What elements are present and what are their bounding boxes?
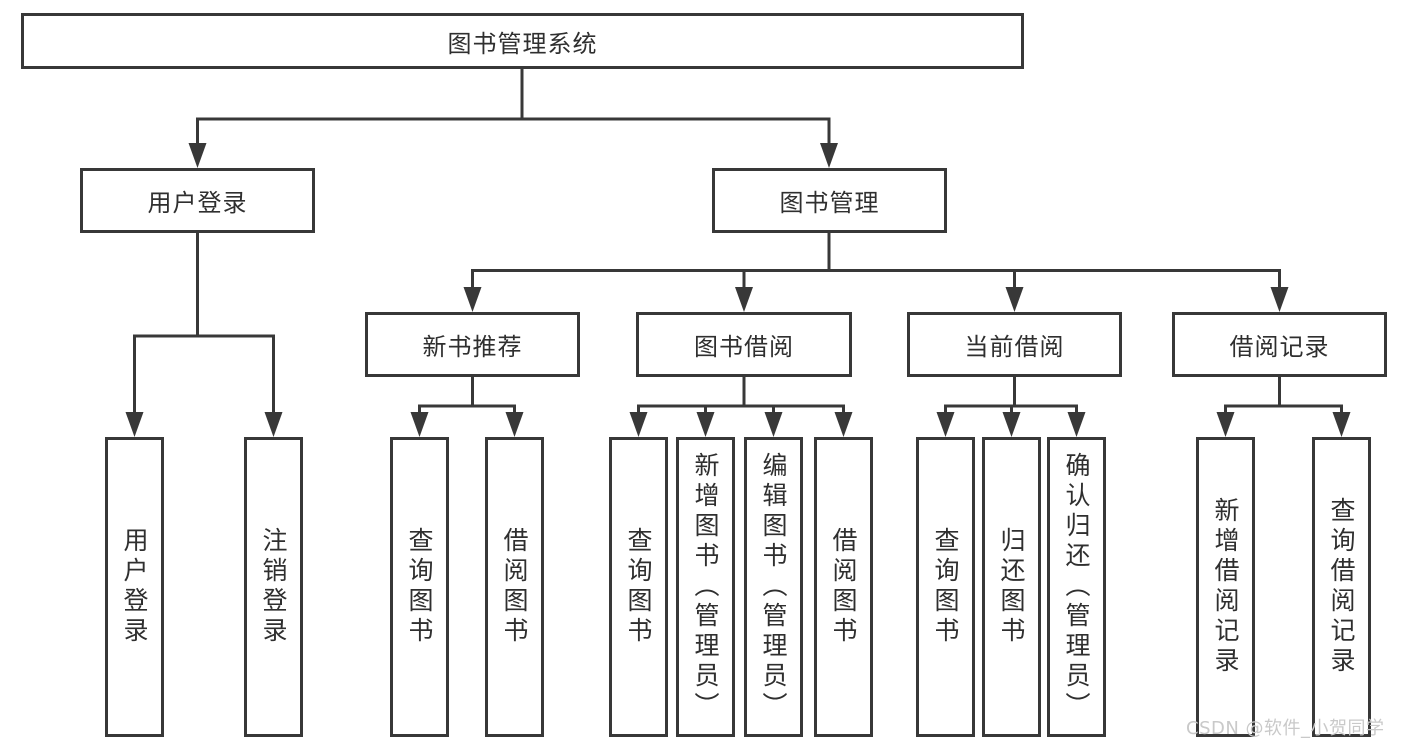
node-borrow-records-label: 借阅记录 xyxy=(1229,333,1330,361)
arrowhead xyxy=(696,412,715,437)
node-root-label: 图书管理系统 xyxy=(447,29,598,58)
leaf-confirm-return-admin-label: 确认归还（管理员） xyxy=(1062,452,1091,722)
node-user-login-label: 用户登录 xyxy=(147,189,248,217)
leaf-return-book: 归还图书 xyxy=(982,437,1041,737)
leaf-add-borrow-record-label: 新增借阅记录 xyxy=(1211,497,1240,677)
node-book-management: 图书管理 xyxy=(712,168,947,233)
leaf-borrow-books-1: 借阅图书 xyxy=(485,437,544,737)
leaf-add-book-admin-label: 新增图书（管理员） xyxy=(691,452,720,722)
arrowhead xyxy=(1332,412,1351,437)
connector-userlogin-bar xyxy=(133,334,275,415)
leaf-logout-label: 注销登录 xyxy=(259,527,288,647)
leaf-query-books-1: 查询图书 xyxy=(390,437,449,737)
node-borrow-records: 借阅记录 xyxy=(1172,312,1387,377)
arrowhead xyxy=(735,287,753,312)
leaf-return-book-label: 归还图书 xyxy=(997,527,1026,647)
connector-level3-bar xyxy=(471,269,1281,290)
arrowhead xyxy=(1002,412,1021,437)
leaf-edit-book-admin-label: 编辑图书（管理员） xyxy=(759,452,788,722)
arrowhead xyxy=(820,143,838,168)
node-book-management-label: 图书管理 xyxy=(779,189,880,217)
arrowhead xyxy=(834,412,853,437)
leaf-query-borrow-record: 查询借阅记录 xyxy=(1312,437,1371,737)
node-user-login: 用户登录 xyxy=(80,168,315,233)
node-root: 图书管理系统 xyxy=(21,13,1024,69)
leaf-add-book-admin: 新增图书（管理员） xyxy=(676,437,735,737)
arrowhead xyxy=(1067,412,1086,437)
leaf-borrow-books-2: 借阅图书 xyxy=(814,437,873,737)
leaf-confirm-return-admin: 确认归还（管理员） xyxy=(1047,437,1106,737)
arrowhead xyxy=(1216,412,1235,437)
node-current-borrow: 当前借阅 xyxy=(907,312,1122,377)
node-current-borrow-label: 当前借阅 xyxy=(964,333,1065,361)
arrowhead xyxy=(125,412,144,437)
connector-records-bar xyxy=(1224,404,1343,415)
arrowhead-group xyxy=(125,143,1351,437)
leaf-add-borrow-record: 新增借阅记录 xyxy=(1196,437,1255,737)
arrowhead xyxy=(1270,287,1289,312)
leaf-logout: 注销登录 xyxy=(244,437,303,737)
leaf-query-books-2-label: 查询图书 xyxy=(624,527,653,647)
connector-newbook-bar xyxy=(418,404,516,415)
connector-line-group xyxy=(133,69,1343,415)
arrowhead xyxy=(463,287,482,312)
leaf-edit-book-admin: 编辑图书（管理员） xyxy=(744,437,803,737)
connector-borrow-bar xyxy=(637,404,845,415)
arrowhead xyxy=(936,412,955,437)
leaf-user-login: 用户登录 xyxy=(105,437,164,737)
leaf-user-login-label: 用户登录 xyxy=(120,527,149,647)
arrowhead xyxy=(629,412,648,437)
leaf-borrow-books-2-label: 借阅图书 xyxy=(829,527,858,647)
watermark: CSDN @软件_小贺同学 xyxy=(1186,718,1385,739)
arrowhead xyxy=(410,412,429,437)
node-book-borrow-label: 图书借阅 xyxy=(694,333,794,361)
arrowhead xyxy=(188,143,207,168)
leaf-query-books-2: 查询图书 xyxy=(609,437,668,737)
arrowhead xyxy=(1005,287,1024,312)
leaf-query-books-3: 查询图书 xyxy=(916,437,975,737)
node-book-borrow: 图书借阅 xyxy=(636,312,852,377)
leaf-borrow-books-1-label: 借阅图书 xyxy=(500,527,529,647)
connector-level2-bar xyxy=(196,117,831,147)
arrowhead xyxy=(264,412,283,437)
arrowhead xyxy=(764,412,783,437)
node-new-book-recommend-label: 新书推荐 xyxy=(422,333,523,361)
leaf-query-books-1-label: 查询图书 xyxy=(405,527,434,647)
leaf-query-books-3-label: 查询图书 xyxy=(931,527,960,647)
arrowhead xyxy=(505,412,524,437)
leaf-query-borrow-record-label: 查询借阅记录 xyxy=(1327,497,1356,677)
node-new-book-recommend: 新书推荐 xyxy=(365,312,580,377)
